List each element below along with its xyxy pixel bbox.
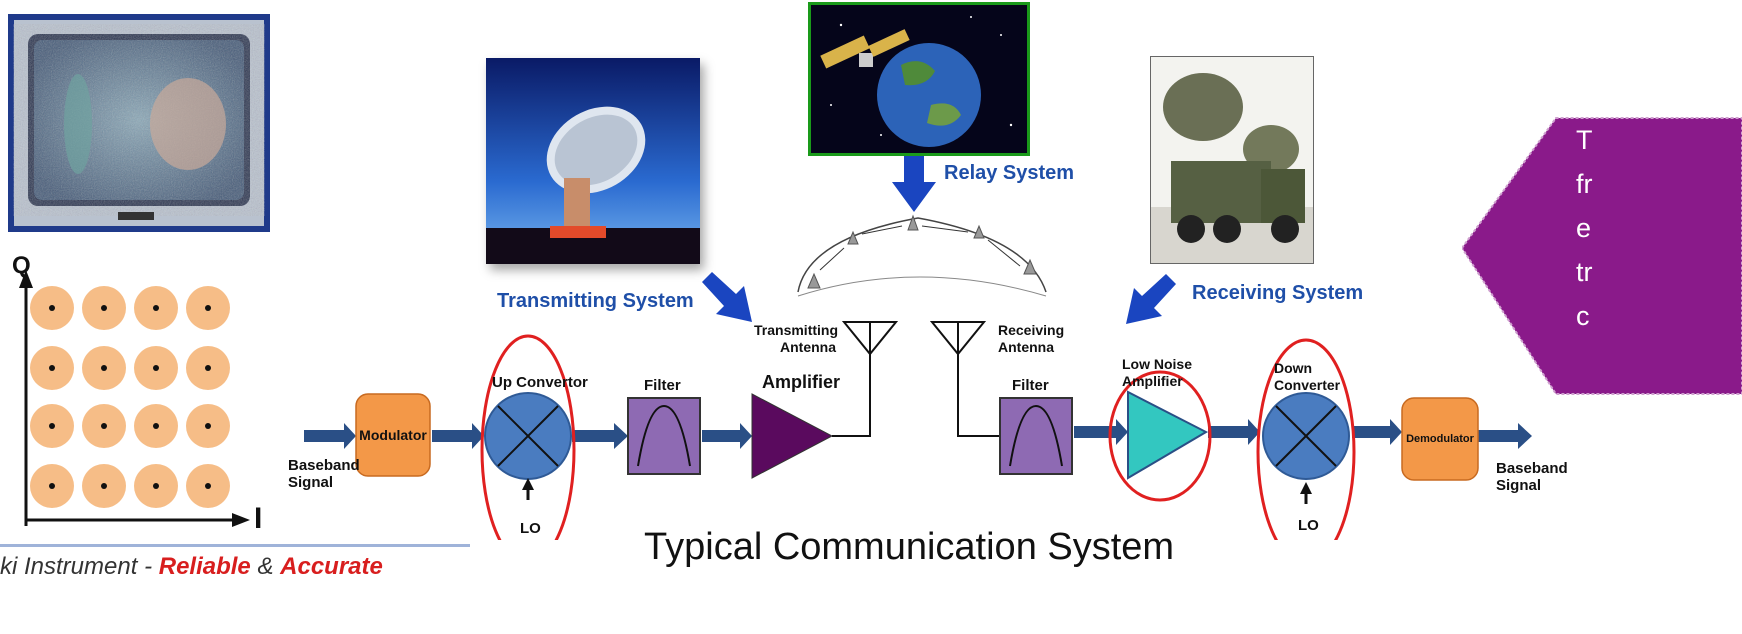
- signal-chain: [304, 321, 1532, 540]
- relay-down-arrow: [892, 156, 936, 212]
- receive-arrow: [1126, 274, 1176, 324]
- callout-line4: tr: [1576, 257, 1593, 287]
- constellation-point: [82, 346, 126, 390]
- accurate-text: Accurate: [280, 553, 383, 580]
- filter-right-label: Filter: [1012, 377, 1049, 394]
- tv-noise-image: [8, 14, 270, 232]
- constellation-point: [30, 346, 74, 390]
- dash-text: -: [144, 553, 153, 580]
- i-axis-label: I: [254, 502, 263, 535]
- constellation-point: [134, 346, 178, 390]
- constellation-point: [186, 464, 230, 508]
- relay-path-illustration: [788, 208, 1058, 300]
- constellation-point: [82, 286, 126, 330]
- constellation-point: [186, 404, 230, 448]
- tx-antenna-line1: Transmitting: [754, 322, 839, 338]
- rx-antenna-line2: Antenna: [998, 339, 1054, 355]
- qam-constellation: [6, 256, 276, 540]
- lna-label: Low Noise Amplifier: [1122, 356, 1192, 390]
- transmit-arrow: [702, 272, 752, 322]
- baseband-in-line1: Baseband: [288, 457, 360, 474]
- constellation-point: [134, 404, 178, 448]
- footer-divider: [0, 544, 470, 547]
- baseband-out-label: Baseband Signal: [1496, 460, 1568, 494]
- tx-antenna-label: Transmitting Antenna: [754, 322, 839, 356]
- down-converter-line1: Down: [1274, 360, 1313, 376]
- callout-line3: e: [1576, 213, 1592, 243]
- constellation-point: [30, 404, 74, 448]
- callout-line2: fr: [1576, 169, 1593, 199]
- constellation-point: [82, 464, 126, 508]
- callout-line1: T: [1576, 125, 1593, 155]
- footer-tagline: ki Instrument - Reliable & Accurate: [0, 553, 383, 581]
- constellation-point: [134, 286, 178, 330]
- baseband-in-line2: Signal: [288, 474, 334, 491]
- amplifier-triangle: [751, 393, 834, 479]
- amplifier-label: Amplifier: [762, 372, 841, 392]
- demodulator-block: [1401, 397, 1479, 481]
- callout-text: T fr e tr c: [1576, 118, 1593, 338]
- rx-antenna-line1: Receiving: [998, 322, 1065, 338]
- baseband-in-label: Baseband Signal: [288, 457, 360, 491]
- relay-system-label: Relay System: [944, 162, 1075, 184]
- mobile-dish-truck-photo: [1150, 56, 1314, 264]
- filter-block-left: [627, 397, 701, 475]
- lna-line2: Amplifier: [1122, 373, 1183, 389]
- brand-text: ki Instrument: [0, 553, 138, 580]
- callout-shape: [1462, 117, 1742, 395]
- down-converter-label: Down Converter: [1274, 360, 1340, 394]
- constellation-point: [30, 286, 74, 330]
- diagram-title: Typical Communication System: [644, 526, 1175, 568]
- constellation-point: [30, 464, 74, 508]
- lo-right-label: LO: [1298, 517, 1319, 534]
- filter-left-label: Filter: [644, 377, 681, 394]
- modulator-label: Modulator: [359, 427, 427, 443]
- q-axis-label: Q: [12, 252, 31, 279]
- amp-text: &: [257, 553, 274, 580]
- dish-antenna-photo: [486, 58, 700, 264]
- constellation-point: [82, 404, 126, 448]
- lna-line1: Low Noise: [1122, 356, 1193, 372]
- modulator-block: [355, 393, 431, 477]
- baseband-out-line1: Baseband: [1496, 460, 1568, 477]
- up-convertor-label: Up Convertor: [492, 374, 588, 391]
- transmitting-system-label: Transmitting System: [497, 290, 694, 312]
- constellation-point: [186, 286, 230, 330]
- demodulator-label: Demodulator: [1406, 433, 1474, 445]
- filter-block-right: [999, 397, 1073, 475]
- tx-antenna-line2: Antenna: [780, 339, 836, 355]
- callout-line5: c: [1576, 301, 1590, 331]
- rx-antenna-label: Receiving Antenna: [998, 322, 1064, 356]
- receiving-system-label: Receiving System: [1192, 282, 1364, 304]
- reliable-text: Reliable: [158, 553, 251, 580]
- flow-arrows: [304, 419, 1532, 449]
- baseband-out-line2: Signal: [1496, 477, 1542, 494]
- lna-triangle: [1127, 390, 1209, 480]
- satellite-earth-photo: [808, 2, 1030, 156]
- down-converter-line2: Converter: [1274, 377, 1341, 393]
- constellation-point: [186, 346, 230, 390]
- lo-left-label: LO: [520, 520, 541, 537]
- constellation-point: [134, 464, 178, 508]
